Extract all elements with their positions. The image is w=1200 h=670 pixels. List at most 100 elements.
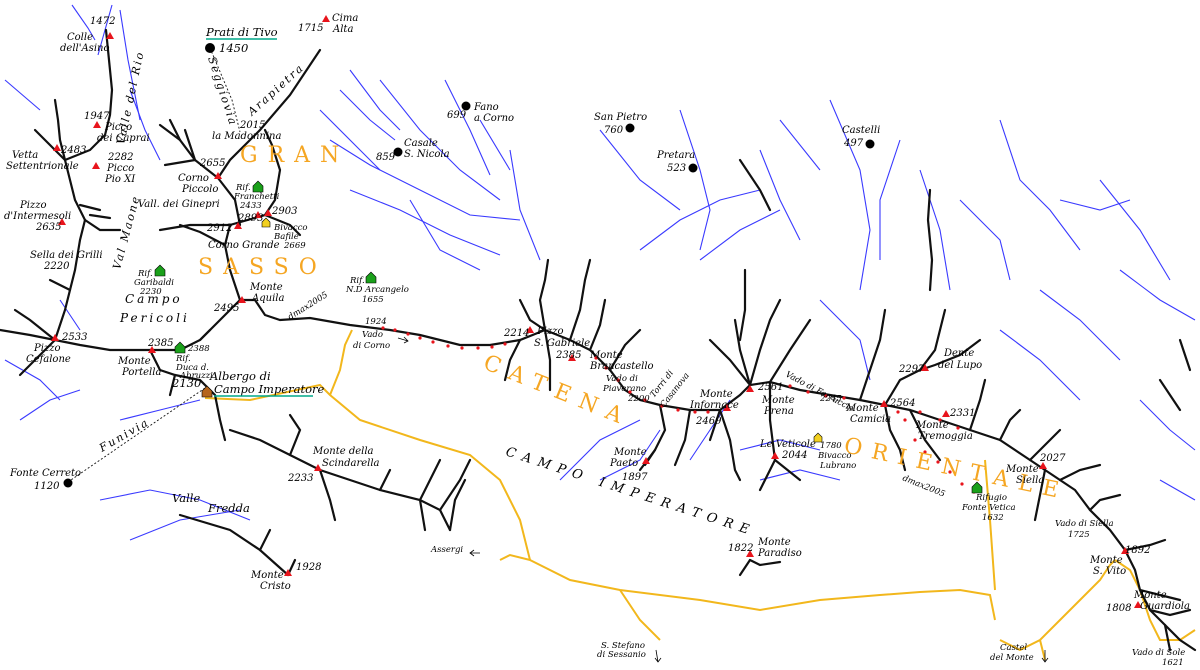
peak-name-1: Monte	[1005, 464, 1039, 475]
peak-name-2: S. Gabriele	[534, 338, 590, 349]
town-marker	[205, 43, 215, 53]
seggiovia-line	[209, 47, 241, 133]
road-castel-2: del Monte	[990, 653, 1034, 663]
hut-alt: 1655	[362, 295, 384, 305]
peak-alt: 2385	[147, 338, 173, 349]
arrow-icon	[397, 336, 409, 344]
town-fano-a-corno: Fano a Corno 699	[447, 101, 514, 124]
hut-lubrano: 1780 Bivacco Lubrano	[813, 432, 856, 471]
peak-marker	[254, 211, 262, 218]
peak-name-1: Monte	[613, 447, 647, 458]
peak-marker	[264, 209, 272, 216]
peak-picco-pio-xi: 2282 Picco Pio XI	[92, 152, 136, 185]
peak-monte-della-scindarella: Monte della Scindarella 2233	[287, 446, 380, 484]
hut-name-2: Lubrano	[819, 461, 856, 471]
town-marker	[688, 163, 698, 173]
peak-marker	[568, 354, 576, 361]
peak-name-1: Monte	[761, 395, 795, 406]
peak-name-1: Monte	[757, 537, 791, 548]
peak-name-1: Monte	[1089, 555, 1123, 566]
peak-alt: 2469	[695, 416, 722, 427]
peak-marker	[723, 404, 731, 411]
town-name-1: Fano	[473, 102, 499, 113]
peak-name-1: Colle	[67, 32, 93, 43]
peak-marker	[106, 32, 114, 39]
town-alt: 699	[447, 110, 467, 121]
title-gran: GRAN	[240, 143, 349, 168]
hut-name-2: Franchetti	[233, 192, 280, 202]
peak-alt: 1947	[84, 111, 110, 122]
hut-fonte-vetica: Rifugio Fonte Vetica 1632	[961, 481, 1016, 523]
hut-name-2: Fonte Vetica	[961, 503, 1016, 513]
peak-name-1: Monte	[915, 420, 949, 431]
peak-name-1: Cima	[332, 13, 358, 24]
pass-name-1: Vado di Ferruccio	[784, 370, 856, 414]
pass-name-1: Vado di Sole	[1132, 648, 1185, 658]
peak-monte-prena: 2561 Monte Prena	[746, 382, 795, 417]
peak-name-2: Cefalone	[26, 354, 71, 365]
peak-monte-infornace: Monte Infornace 2469	[689, 389, 739, 427]
hut-name-1: Rif.	[349, 276, 365, 286]
town-name-2: a Corno	[474, 113, 514, 124]
peak-marker	[93, 121, 101, 128]
peak-name-2: Guardiola	[1140, 601, 1190, 612]
road-s-stefano-1: S. Stefano	[601, 641, 645, 651]
arrow-down-icon	[654, 649, 662, 663]
town-name: San Pietro	[594, 112, 647, 123]
peak-alt: 2635	[35, 222, 61, 233]
town-marker	[393, 147, 403, 157]
label-fredda: Fredda	[207, 501, 250, 515]
rivers	[4, 4, 1196, 541]
peak-name-2: Brancastello	[589, 361, 654, 372]
hut-icon	[365, 271, 377, 284]
label-seggiovia: Seggiovia	[205, 55, 240, 128]
peak-alt: 2564	[889, 398, 915, 409]
peak-alt: 1897	[622, 472, 648, 483]
peak-name-2: Siella	[1016, 475, 1044, 486]
peak-name-2: Portella	[121, 367, 161, 378]
peak-name-2: Camicia	[850, 414, 891, 425]
peak-alt: 1928	[296, 562, 321, 573]
peak-name-2: Paeto	[609, 458, 638, 469]
peak-name-1: Pizzo	[536, 326, 563, 337]
peak-name-1: Picco	[106, 163, 134, 174]
peak-monte-portella: 2385 Monte Portella	[117, 338, 173, 378]
peak-alt: 1472	[90, 16, 115, 27]
peak-marker	[642, 457, 650, 464]
peak-alt: 2912	[206, 223, 232, 234]
peak-alt-3: 2903	[271, 206, 297, 217]
peak-pizzo-d-intermesoli: Pizzo d'Intermesoli 2635	[4, 200, 71, 233]
peak-le-veticole: Le Veticole 2044	[759, 439, 816, 461]
peak-name-1: Pizzo	[33, 343, 60, 354]
peak-monte-paeto: Monte Paeto 1897	[609, 447, 650, 483]
peak-name-1: Sella dei Grilli	[30, 250, 103, 261]
peak-name-1: Monte	[249, 282, 283, 293]
peak-alt: 2561	[757, 382, 783, 393]
peak-name-1: Pizzo	[19, 200, 46, 211]
hut-alt: 2230	[139, 287, 162, 297]
peak-picco-dei-caprai: 1947 Picco dei Caprai	[84, 111, 150, 144]
pass-alt: 1924	[365, 317, 387, 327]
road-s-stefano-2: di Sessanio	[597, 650, 646, 660]
hut-name-2: N.D Arcangelo	[345, 285, 409, 295]
peak-marker	[942, 410, 950, 417]
peak-name-2: Prena	[763, 406, 794, 417]
peak-name-2: S. Vito	[1093, 566, 1126, 577]
peak-monte-s-vito: 1892 Monte S. Vito	[1089, 545, 1150, 577]
peak-monte-guardiola: 1808 Monte Guardiola	[1106, 590, 1190, 614]
label-vall-ginepri: Vall. dei Ginepri	[138, 199, 220, 210]
peak-pizzo-s-gabriele: 2214 Pizzo S. Gabriele	[503, 326, 590, 349]
hut-icon	[174, 341, 186, 354]
hut-name-1: Rif.	[175, 354, 191, 364]
pass-name-2: Piaverano	[602, 384, 646, 394]
peak-marker	[746, 385, 754, 392]
peak-name-2: Tremoggia	[918, 431, 973, 442]
peak-monte-paradiso: 1822 Monte Paradiso	[728, 537, 802, 559]
hut-garibaldi: Rif. Garibaldi 2230	[134, 264, 174, 297]
town-alt: 1450	[219, 41, 248, 55]
peak-name-1: Picco	[104, 122, 132, 133]
peak-name-1: Monte	[117, 356, 151, 367]
town-name: Pretara	[656, 150, 695, 161]
peak-name-2: Alta	[332, 24, 353, 35]
